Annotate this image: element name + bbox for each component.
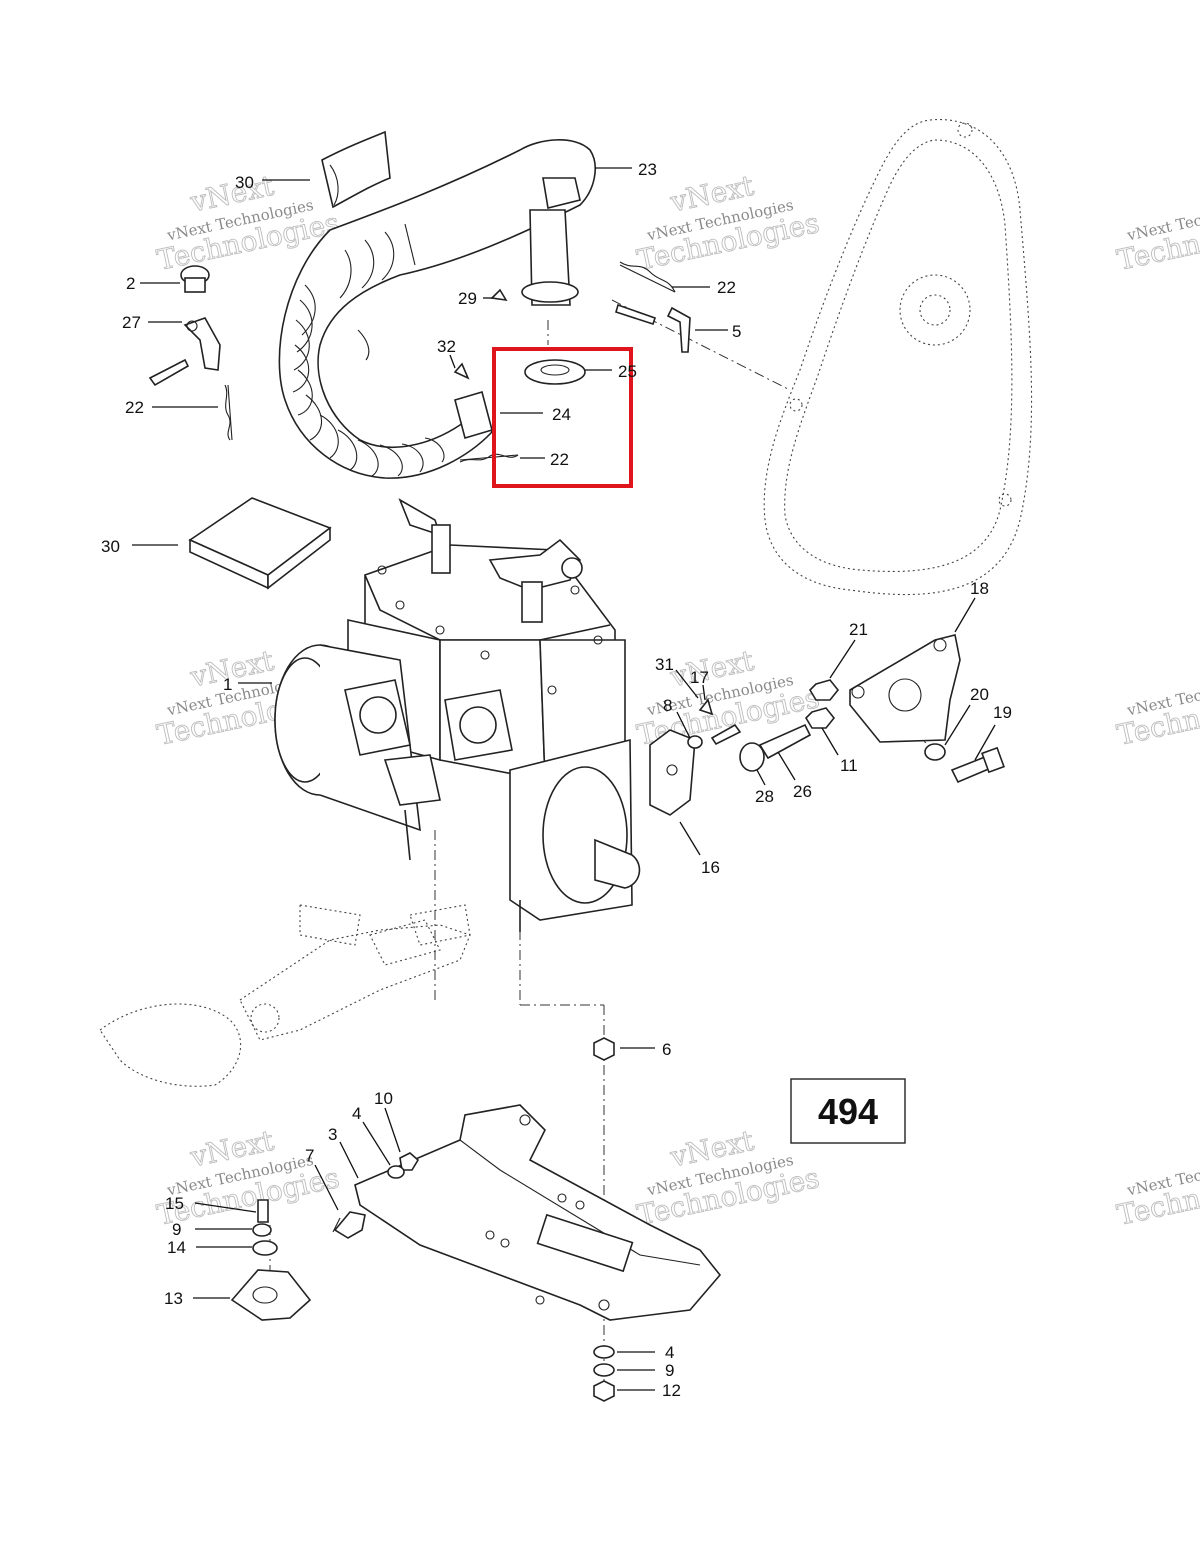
callout-12: 12 bbox=[662, 1381, 681, 1400]
callout-17: 17 bbox=[690, 668, 709, 687]
callout-28: 28 bbox=[755, 787, 774, 806]
callout-23: 23 bbox=[638, 160, 657, 179]
callout-19: 19 bbox=[993, 703, 1012, 722]
page-number-box: 494 bbox=[790, 1078, 906, 1144]
callout-13: 13 bbox=[164, 1289, 183, 1308]
bracket-16 bbox=[649, 729, 696, 816]
callout-7: 7 bbox=[305, 1146, 314, 1165]
tuned-pipe bbox=[278, 139, 596, 479]
callout-31: 31 bbox=[655, 655, 674, 674]
callout-22: 22 bbox=[125, 398, 144, 417]
heat-insulation-pad bbox=[188, 497, 332, 590]
leader-lines bbox=[132, 167, 996, 1391]
mount-bracket-18 bbox=[849, 634, 961, 743]
callout-30: 30 bbox=[101, 537, 120, 556]
callout-1: 1 bbox=[223, 675, 232, 694]
callout-5: 5 bbox=[732, 322, 741, 341]
page-number: 494 bbox=[818, 1091, 878, 1132]
exhaust-manifold-ghost bbox=[99, 904, 471, 1087]
callout-20: 20 bbox=[970, 685, 989, 704]
callout-14: 14 bbox=[167, 1238, 186, 1257]
callout-24: 24 bbox=[552, 405, 571, 424]
callout-labels: 30 23 2 27 22 29 22 5 32 25 24 22 30 18 … bbox=[101, 160, 1012, 1400]
callout-26: 26 bbox=[793, 782, 812, 801]
callout-10: 10 bbox=[374, 1089, 393, 1108]
callout-4: 4 bbox=[352, 1104, 361, 1123]
callout-25: 25 bbox=[618, 362, 637, 381]
callout-32: 32 bbox=[437, 337, 456, 356]
callout-9: 9 bbox=[665, 1361, 674, 1380]
engine-support-plate bbox=[354, 1104, 722, 1321]
callout-22: 22 bbox=[550, 450, 569, 469]
callout-30: 30 bbox=[235, 173, 254, 192]
engine-block bbox=[274, 498, 641, 932]
exhaust-heatshield bbox=[321, 130, 391, 209]
callout-18: 18 bbox=[970, 579, 989, 598]
callout-8: 8 bbox=[663, 696, 672, 715]
callout-3: 3 bbox=[328, 1125, 337, 1144]
callout-4: 4 bbox=[665, 1343, 674, 1362]
belt-guard-ghost bbox=[763, 118, 1033, 596]
callout-11: 11 bbox=[840, 756, 858, 775]
callout-9: 9 bbox=[172, 1220, 181, 1239]
small-hardware bbox=[148, 261, 1005, 1402]
callout-6: 6 bbox=[662, 1040, 671, 1059]
callout-21: 21 bbox=[849, 620, 868, 639]
callout-2: 2 bbox=[126, 274, 135, 293]
highlight-box bbox=[492, 347, 633, 488]
callout-15: 15 bbox=[165, 1194, 184, 1213]
callout-29: 29 bbox=[458, 289, 477, 308]
callout-27: 27 bbox=[122, 313, 141, 332]
callout-22: 22 bbox=[717, 278, 736, 297]
callout-16: 16 bbox=[701, 858, 720, 877]
